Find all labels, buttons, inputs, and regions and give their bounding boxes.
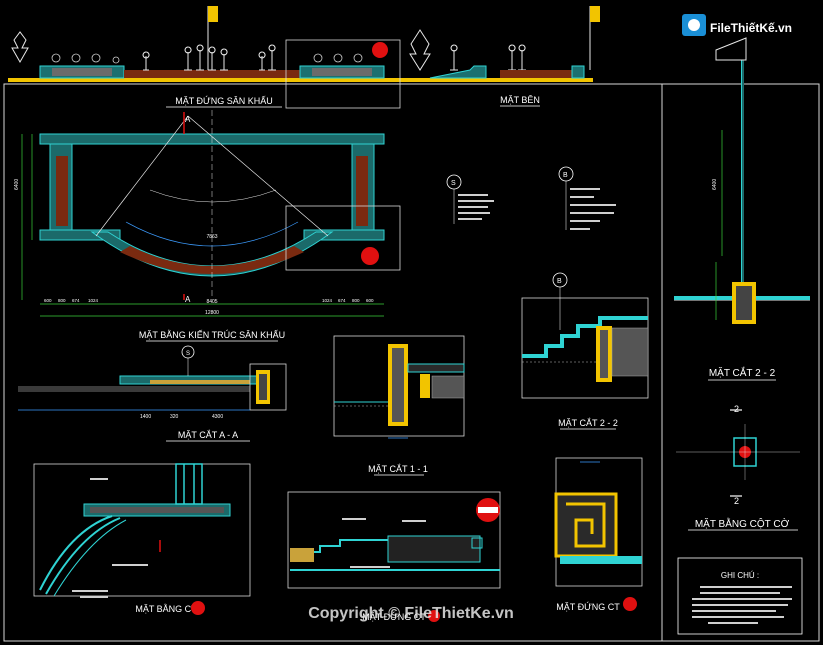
title-plan-ct: MẶT BẰNG CT (135, 604, 197, 614)
svg-text:674: 674 (338, 298, 346, 303)
notes-heading: GHI CHÚ : (721, 571, 759, 580)
dim-plan-inner: 8405 (206, 299, 217, 305)
title-section-aa: MẶT CẮT A - A (178, 430, 238, 440)
svg-text:1400: 1400 (140, 414, 151, 420)
title-section-22-flag: MẶT CẮT 2 - 2 (709, 366, 776, 379)
title-stage-elevation: MẶT ĐỨNG SÂN KHẤU (175, 96, 273, 106)
title-elev-ct-right: MẶT ĐỨNG CT (556, 602, 620, 612)
notes-box (677, 557, 803, 635)
title-section-11: MẶT CẮT 1 - 1 (368, 464, 428, 474)
drawing-frame (3, 83, 820, 642)
svg-text:600: 600 (366, 298, 374, 303)
marker-a-top: A (185, 115, 191, 124)
svg-text:1024: 1024 (322, 298, 333, 303)
svg-text:800: 800 (58, 298, 66, 303)
section-22-small (521, 272, 649, 399)
legend-s-label: S (451, 180, 456, 187)
elev-ct-center-tag (428, 610, 440, 622)
elev-ct-right (554, 457, 643, 611)
legend-b-label: B (563, 172, 568, 179)
svg-text:4300: 4300 (212, 414, 223, 420)
logo-text: FileThiếtKế.vn (710, 21, 792, 35)
title-elev-ct-center: MẶT ĐỨNG CT (362, 612, 426, 622)
marker-a-bottom: A (185, 295, 191, 304)
section-aa-marker-s: S (186, 351, 190, 357)
plan-ct-tag (191, 601, 205, 615)
section-11 (333, 335, 465, 439)
svg-text:800: 800 (352, 298, 360, 303)
flagpole-section (674, 37, 810, 324)
stage-plan (21, 110, 401, 317)
title-section-22-small: MẶT CẮT 2 - 2 (558, 418, 618, 428)
title-side-elevation: MẶT BÊN (500, 95, 540, 105)
title-flagpole-plan: MẶT BẰNG CỘT CỜ (695, 517, 790, 530)
copyright-watermark: Copyright © FileThietKe.vn (308, 605, 514, 622)
section-22-marker-b: B (557, 278, 562, 285)
dim-section-aa: 320 4300 1400 (140, 414, 223, 420)
dim-bottom-row: 600 800 674 1024 1024 674 800 600 (44, 298, 374, 303)
title-stage-plan: MẶT BẰNG KIẾN TRÚC SÂN KHẤU (139, 330, 285, 340)
dim-flag-height: 6400 (712, 179, 718, 190)
logo-watermark: FileThiếtKế.vn (682, 14, 792, 36)
elev-ct-center (287, 491, 501, 589)
legend-b (558, 166, 616, 230)
svg-text:320: 320 (170, 414, 179, 420)
stage-elevation (8, 6, 600, 109)
flagpole-cut-top: 2 (734, 404, 739, 414)
svg-text:674: 674 (72, 298, 80, 303)
dim-height-left: 6400 (14, 179, 20, 190)
flagpole-cut-bottom: 2 (734, 496, 739, 506)
dim-plan-total: 12800 (205, 310, 219, 316)
svg-text:600: 600 (44, 298, 52, 303)
legend-s (446, 174, 494, 224)
plan-ct (33, 463, 251, 598)
svg-text:1024: 1024 (88, 298, 99, 303)
section-aa (18, 345, 287, 411)
dim-arc-inner: 7863 (206, 234, 217, 240)
flagpole-plan (676, 409, 800, 497)
